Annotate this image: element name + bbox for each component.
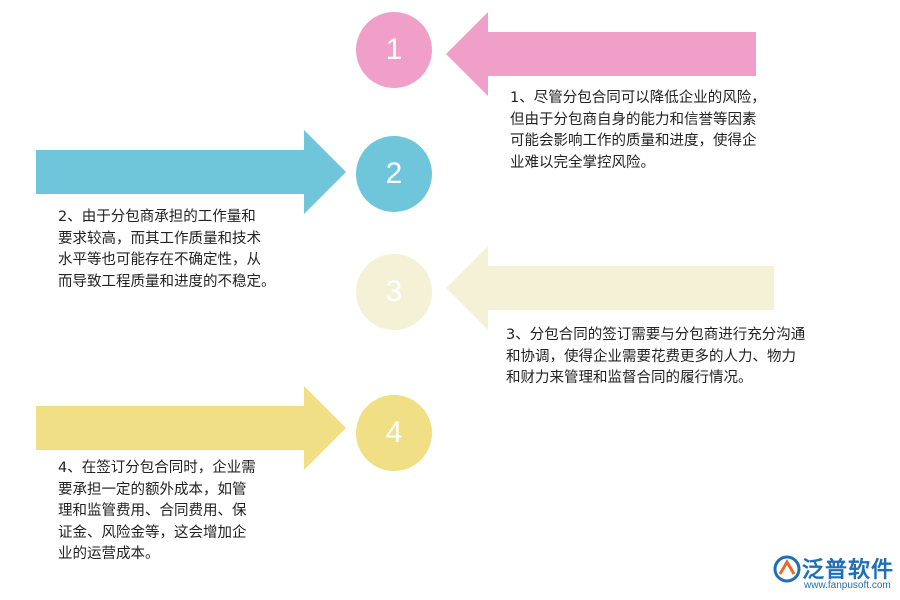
step-text-4: 4、在签订分包合同时，企业需 要承担一定的额外成本，如管 理和监管费用、合同费用… (58, 460, 256, 562)
arrow-4-shape (36, 386, 346, 470)
step-number-4: 4 (385, 416, 403, 449)
step-circle-2: 2 (356, 136, 432, 212)
arrow-1 (446, 12, 756, 96)
step-text-1: 1、尽管分包合同可以降低企业的风险， 但由于分包商自身的能力和信誉等因素 可能会… (510, 90, 766, 171)
arrow-2 (36, 130, 346, 214)
logo-name: 泛普软件 (802, 558, 895, 583)
step-number-1: 1 (385, 33, 403, 66)
fanpu-logo-mark-icon (773, 555, 801, 583)
step-text-3: 3、分包合同的签订需要与分包商进行充分沟通 和协调，使得企业需要花费更多的人力、… (506, 327, 806, 386)
arrow-4 (36, 386, 346, 470)
arrow-1-shape (446, 12, 756, 96)
arrow-2-shape (36, 130, 346, 214)
step-text-2: 2、由于分包商承担的工作量和 要求较高，而其工作质量和技术 水平等也可能存在不确… (58, 209, 276, 290)
arrow-3-shape (446, 246, 774, 330)
step-circle-3: 3 (356, 254, 432, 330)
step-circle-1: 1 (356, 12, 432, 88)
step-number-2: 2 (385, 157, 403, 190)
step-number-3: 3 (385, 275, 403, 308)
arrow-3 (446, 246, 774, 330)
logo-url: www.fanpusoft.com (804, 580, 891, 591)
fanpu-logo: 泛普软件 www.fanpusoft.com (768, 548, 896, 596)
step-circle-4: 4 (356, 395, 432, 471)
